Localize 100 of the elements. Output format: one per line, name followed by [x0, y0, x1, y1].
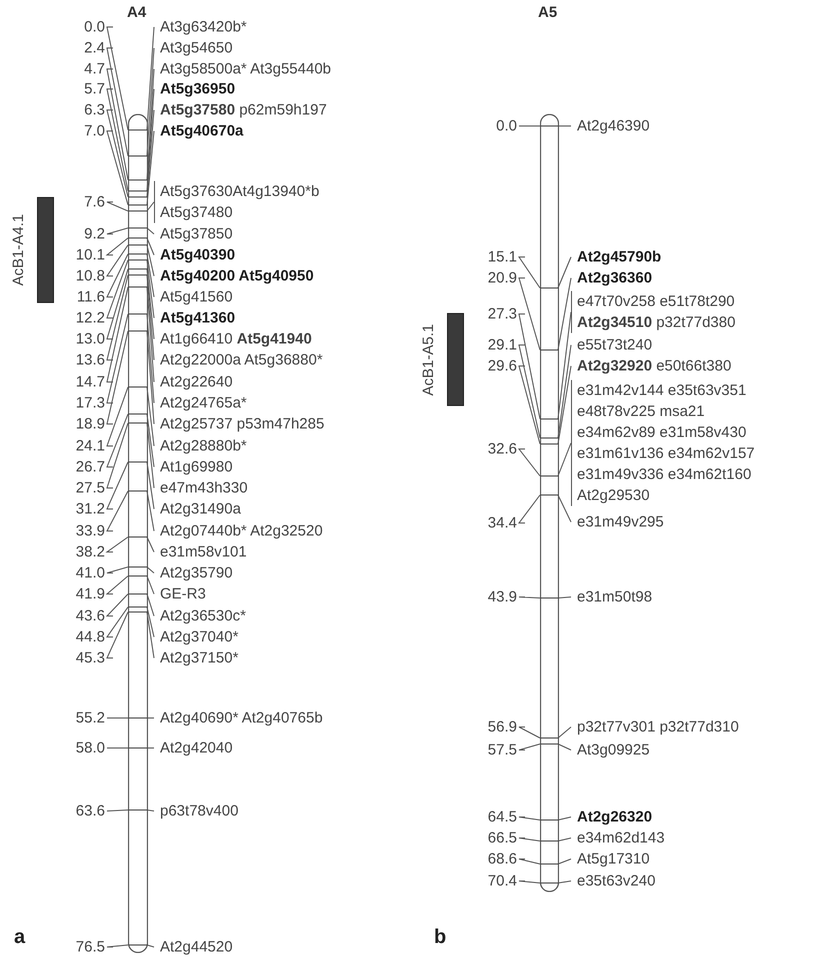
marker-label: e55t73t240	[577, 336, 652, 356]
marker-label: At2g22640	[160, 372, 233, 392]
marker-label: e35t63v240	[577, 872, 656, 892]
connector-line	[558, 366, 572, 444]
qtl-bar	[446, 313, 464, 406]
connector-line	[106, 314, 128, 404]
connector-line	[146, 386, 154, 446]
marker-label: e34m62d143	[577, 828, 665, 848]
marker-label: At2g22000a At5g36880*	[160, 350, 323, 370]
position-label: 44.8	[76, 628, 105, 648]
connector-line	[106, 244, 128, 276]
position-label: 41.0	[76, 564, 105, 584]
connector-line	[146, 110, 154, 198]
connector-line	[106, 330, 128, 424]
connector-line	[146, 606, 154, 638]
position-label: 24.1	[76, 436, 105, 456]
marker-label: At2g28880b*	[160, 436, 247, 456]
connector-line	[518, 838, 540, 842]
connector-line	[106, 130, 128, 206]
chromosome-bar	[540, 114, 559, 892]
connector-line	[146, 130, 154, 206]
marker-label: At2g34510 p32t77d380	[577, 313, 736, 333]
position-label: 34.4	[488, 514, 517, 534]
marker-label: At2g32920 e50t66t380	[577, 356, 732, 376]
position-label: 18.9	[76, 414, 105, 434]
connector-line	[518, 858, 540, 864]
marker-label: At5g37580 p62m59h197	[160, 100, 327, 120]
position-label: 6.3	[84, 100, 105, 120]
connector-line	[518, 314, 540, 420]
position-label: 13.0	[76, 330, 105, 350]
marker-label: p32t77v301 p32t77d310	[577, 718, 739, 738]
connector-line	[146, 422, 154, 488]
connector-line	[106, 26, 128, 130]
marker-label: At5g41560	[160, 288, 233, 308]
connector-line	[558, 726, 572, 738]
marker-label: At5g41360	[160, 308, 236, 328]
connector-line	[558, 494, 572, 522]
position-label: 43.6	[76, 606, 105, 626]
position-label: 12.2	[76, 308, 105, 328]
connector-line	[106, 268, 128, 340]
marker-bracket	[571, 380, 755, 506]
marker-label: At2g40690* At2g40765b	[160, 708, 323, 728]
position-label: 32.6	[488, 440, 517, 460]
marker-label: e31m49v336 e34m62t160	[577, 465, 752, 485]
connector-line	[146, 202, 154, 212]
connector-line	[106, 286, 128, 382]
marker-label: e31m49v295	[577, 512, 664, 532]
chromosome-name: A5	[538, 3, 558, 23]
marker-label: e31m61v136 e34m62v157	[577, 444, 755, 464]
connector-line	[146, 462, 154, 510]
marker-label: At1g66410 At5g41940	[160, 330, 312, 350]
marker-label: At2g44520	[160, 938, 233, 958]
connector-line	[106, 490, 128, 532]
connector-line	[106, 594, 128, 616]
connector-line	[106, 228, 128, 234]
connector-line	[106, 254, 128, 298]
position-label: 38.2	[76, 542, 105, 562]
connector-line	[146, 314, 154, 404]
marker-bracket	[154, 181, 320, 223]
marker-label: At5g40390	[160, 246, 236, 266]
connector-line	[106, 274, 128, 360]
connector-line	[518, 278, 540, 350]
marker-bracket	[571, 291, 736, 333]
position-label: 27.3	[488, 304, 517, 324]
connector-line	[106, 260, 128, 318]
position-label: 55.2	[76, 708, 105, 728]
marker-label: At2g29530	[577, 486, 651, 506]
marker-label: e47t70v258 e51t78t290	[577, 292, 736, 312]
connector-line	[106, 462, 128, 510]
connector-line	[106, 810, 128, 812]
connector-line	[518, 726, 540, 738]
marker-label: At5g40200 At5g40950	[160, 266, 314, 286]
marker-label: At2g37150*	[160, 648, 238, 668]
connector-line	[146, 612, 154, 658]
connector-line	[518, 256, 540, 288]
panel-letter: a	[14, 925, 26, 950]
position-label: 70.4	[488, 872, 517, 892]
position-label: 4.7	[84, 60, 105, 80]
position-label: 10.1	[76, 246, 105, 266]
connector-line	[518, 596, 540, 598]
marker-label: At2g36360	[577, 268, 652, 288]
connector-line	[558, 816, 572, 820]
marker-label: At2g07440b* At2g32520	[160, 522, 323, 542]
connector-line	[146, 68, 154, 180]
connector-line	[558, 858, 572, 864]
position-label: 68.6	[488, 850, 517, 870]
connector-line	[146, 274, 154, 360]
connector-line	[105, 536, 128, 552]
connector-line	[518, 366, 540, 444]
position-label: 27.5	[76, 478, 105, 498]
position-label: 43.9	[488, 588, 517, 608]
connector-line	[146, 286, 154, 382]
marker-label: At3g63420b*	[160, 18, 247, 38]
connector-line	[146, 238, 154, 256]
position-label: 31.2	[76, 500, 105, 520]
position-label: 29.6	[488, 356, 517, 376]
marker-label: At2g26320	[577, 808, 652, 828]
marker-label: At5g40670a	[160, 122, 244, 142]
connector-line	[106, 414, 128, 468]
position-label: 64.5	[488, 808, 517, 828]
